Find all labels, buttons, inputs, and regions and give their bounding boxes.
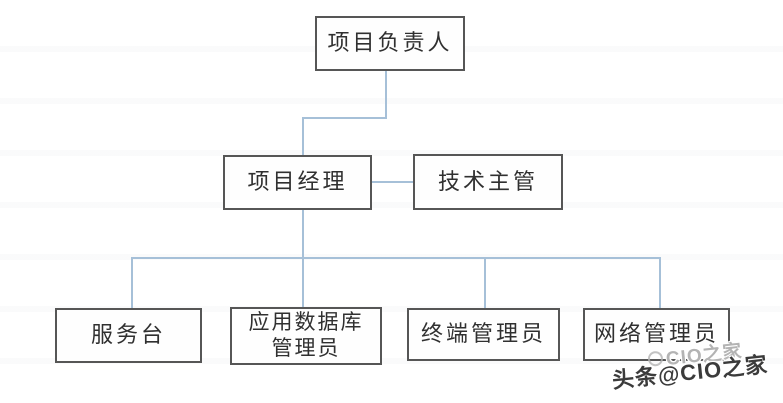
connector-manager-supervisor (372, 181, 413, 183)
node-label-terminal-admin: 终端管理员 (420, 321, 546, 347)
connector-manager-riser (302, 117, 304, 157)
node-label-project-leader: 项目负责人 (327, 30, 453, 56)
node-project-manager: 项目经理 (223, 155, 372, 210)
node-label-project-manager: 项目经理 (247, 169, 348, 195)
node-network-admin: 网络管理员 (583, 308, 730, 361)
node-label-tech-supervisor: 技术主管 (437, 168, 538, 194)
connector-leader-jog (302, 117, 387, 119)
connector-bus (131, 257, 661, 259)
connector-drop-terminal (484, 257, 486, 308)
connector-leader-drop (385, 71, 387, 119)
node-terminal-admin: 终端管理员 (407, 308, 560, 361)
connector-drop-network (659, 257, 661, 308)
connector-drop-service-desk (131, 257, 133, 308)
node-app-db-admin: 应用数据库 管理员 (230, 307, 382, 365)
node-tech-supervisor: 技术主管 (413, 154, 563, 210)
node-service-desk: 服务台 (55, 308, 202, 363)
node-label-network-admin: 网络管理员 (593, 321, 719, 347)
node-label-service-desk: 服务台 (90, 322, 166, 348)
connector-manager-drop (302, 210, 304, 308)
node-project-leader: 项目负责人 (315, 16, 465, 71)
node-label-app-db-admin: 应用数据库 管理员 (248, 310, 364, 360)
